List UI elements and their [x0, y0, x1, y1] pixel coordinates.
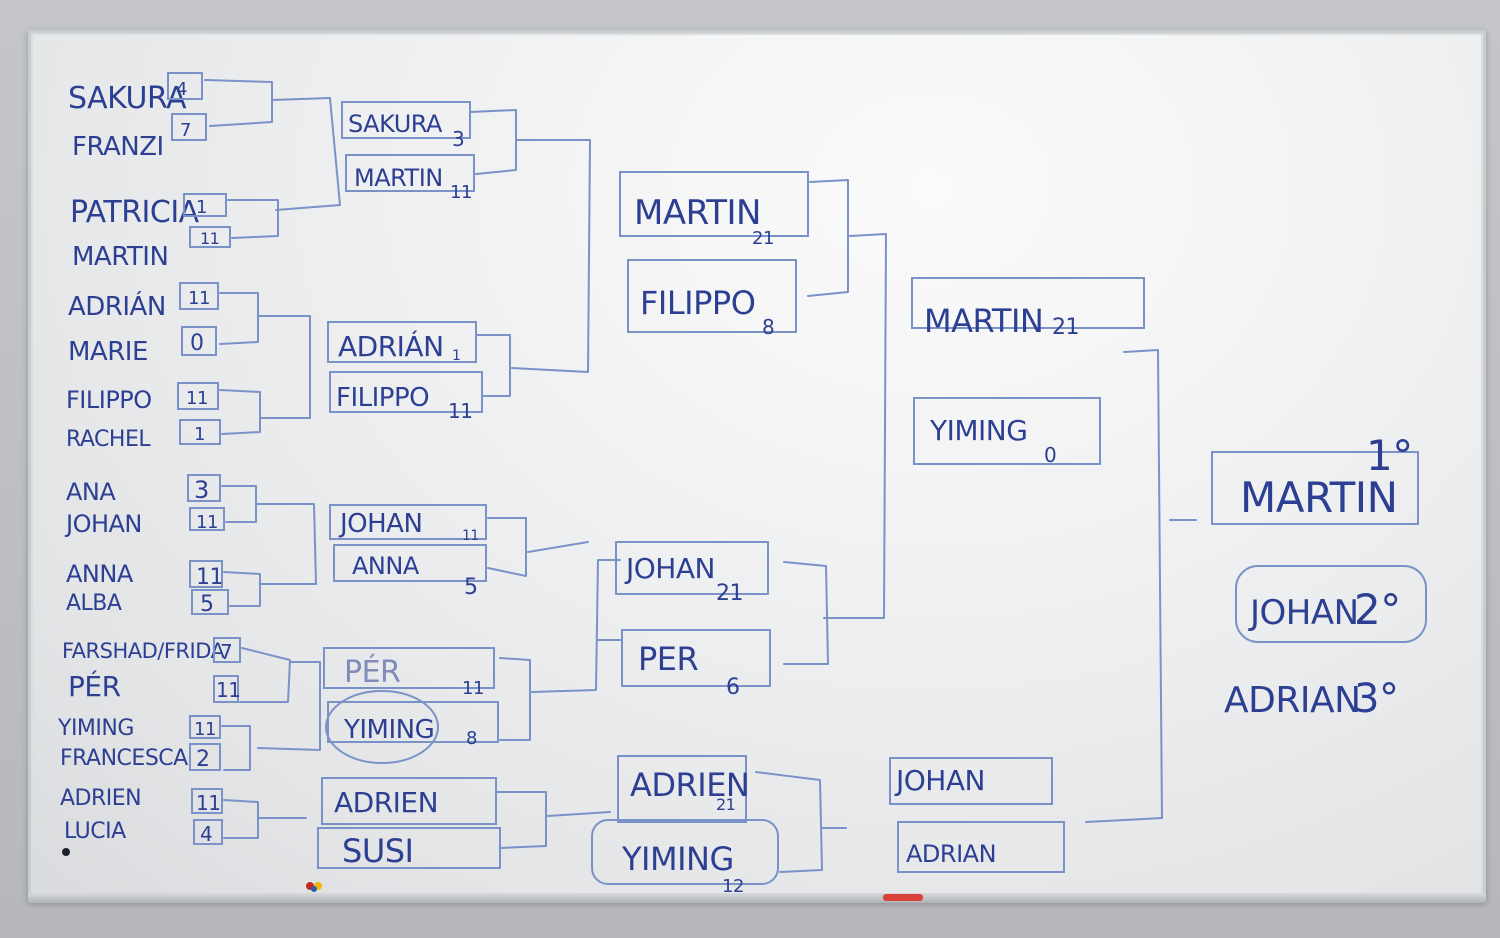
r2-name: ADRIEN — [334, 786, 438, 819]
magnet — [311, 886, 317, 892]
r1-name: ADRIÁN — [68, 290, 166, 322]
r2-score: 11 — [462, 528, 479, 544]
r1-score: 0 — [190, 331, 204, 356]
r1-name: LUCIA — [64, 819, 126, 844]
r1-score: 11 — [200, 229, 219, 248]
r1-score: 11 — [194, 719, 216, 740]
semi-score: 0 — [1044, 443, 1056, 467]
r3-score: 6 — [726, 675, 740, 700]
r1-score: 2 — [196, 747, 210, 772]
r1-name: MARTIN — [72, 242, 168, 272]
r2-name: ADRIÁN — [338, 329, 444, 363]
podium-place: 1° — [1366, 431, 1413, 480]
r3-name: MARTIN — [634, 193, 761, 233]
marker-tray — [28, 893, 1486, 903]
r2-name: PÉR — [344, 654, 400, 690]
semi-name: ADRIAN — [906, 840, 996, 868]
r3-score: 21 — [716, 795, 735, 814]
r1-name: ADRIEN — [60, 786, 141, 811]
podium-name: MARTIN — [1240, 473, 1398, 522]
r3-name: YIMING — [621, 840, 734, 878]
r1-name: PÉR — [68, 669, 121, 703]
r1-name: ALBA — [66, 591, 122, 616]
semi-name: YIMING — [929, 414, 1027, 447]
semis: MARTIN 21 YIMING 0 JOHAN ADRIAN — [889, 277, 1197, 873]
r2-score: 1 — [452, 348, 460, 364]
r2-name: YIMING — [343, 715, 434, 745]
r1-name: RACHEL — [66, 427, 151, 452]
r1-name: FRANZI — [72, 132, 164, 162]
magnets — [62, 848, 923, 901]
r1-score: 11 — [196, 565, 223, 590]
r1-name: YIMING — [57, 716, 134, 741]
semi-name: JOHAN — [894, 764, 985, 797]
r1-score: 11 — [196, 791, 220, 815]
r2-name: JOHAN — [338, 509, 422, 539]
semi-score: 21 — [1052, 315, 1079, 340]
r1-score: 4 — [176, 79, 187, 100]
r2-name: SAKURA — [348, 110, 443, 138]
r1-score: 5 — [200, 592, 214, 617]
r1-score: 1 — [194, 424, 205, 445]
r2-name: ANNA — [352, 552, 420, 580]
r3-name: FILIPPO — [640, 284, 755, 322]
r3-score: 21 — [716, 581, 743, 606]
r3-score: 8 — [762, 315, 774, 339]
podium-place: 2° — [1354, 585, 1401, 634]
r1-name: FARSHAD/FRIDA — [62, 639, 226, 663]
r2-score: 3 — [452, 127, 464, 151]
r1-score: 11 — [196, 512, 218, 533]
r1-score: 11 — [186, 388, 208, 409]
r1-name: FILIPPO — [66, 386, 152, 414]
r1-name: ANA — [66, 478, 116, 506]
r3-score: 12 — [722, 876, 744, 897]
r2-name: SUSI — [342, 832, 413, 870]
r2-score: 11 — [450, 182, 472, 203]
r1-score: 4 — [200, 822, 212, 846]
semi-name: MARTIN — [924, 302, 1043, 340]
r1-score: 3 — [194, 476, 209, 504]
r2-score: 8 — [466, 728, 477, 749]
r2-score: 11 — [448, 399, 472, 423]
magnet — [62, 848, 70, 856]
marker — [883, 894, 923, 901]
r3-name: JOHAN — [624, 552, 715, 585]
r3-score: 21 — [752, 228, 774, 249]
r1-name: FRANCESCA — [60, 746, 188, 771]
r1-score: 1 — [196, 197, 207, 218]
podium-name: JOHAN — [1248, 593, 1359, 633]
r1-score: 11 — [188, 288, 210, 309]
round1: SAKURA FRANZI PATRICIA MARTIN ADRIÁN MAR… — [57, 72, 341, 846]
r3-name: ADRIEN — [630, 766, 749, 804]
r2-name: MARTIN — [354, 164, 443, 192]
whiteboard — [28, 30, 1486, 902]
podium-place: 3° — [1354, 676, 1398, 722]
r1-name: ANNA — [66, 560, 134, 588]
r3-name: PER — [638, 640, 699, 678]
r1-score: 7 — [220, 640, 232, 664]
r1-name: MARIE — [68, 337, 148, 367]
round3: MARTIN 21 FILIPPO 8 JOHAN 21 PER 6 ADRIE… — [591, 171, 887, 897]
round2: SAKURA 3 MARTIN 11 ADRIÁN 1 FILIPPO 11 J… — [317, 101, 621, 870]
r1-score: 7 — [180, 120, 191, 141]
r2-score: 11 — [462, 678, 484, 699]
r1-name: JOHAN — [64, 510, 142, 538]
podium-name: ADRIAN — [1224, 680, 1361, 721]
r2-score: 5 — [464, 575, 478, 600]
r1-score: 11 — [216, 678, 240, 702]
r2-name: FILIPPO — [336, 383, 429, 413]
podium: MARTIN 1° JOHAN 2° ADRIAN 3° — [1211, 431, 1427, 722]
r1-name: PATRICIA — [70, 195, 200, 230]
